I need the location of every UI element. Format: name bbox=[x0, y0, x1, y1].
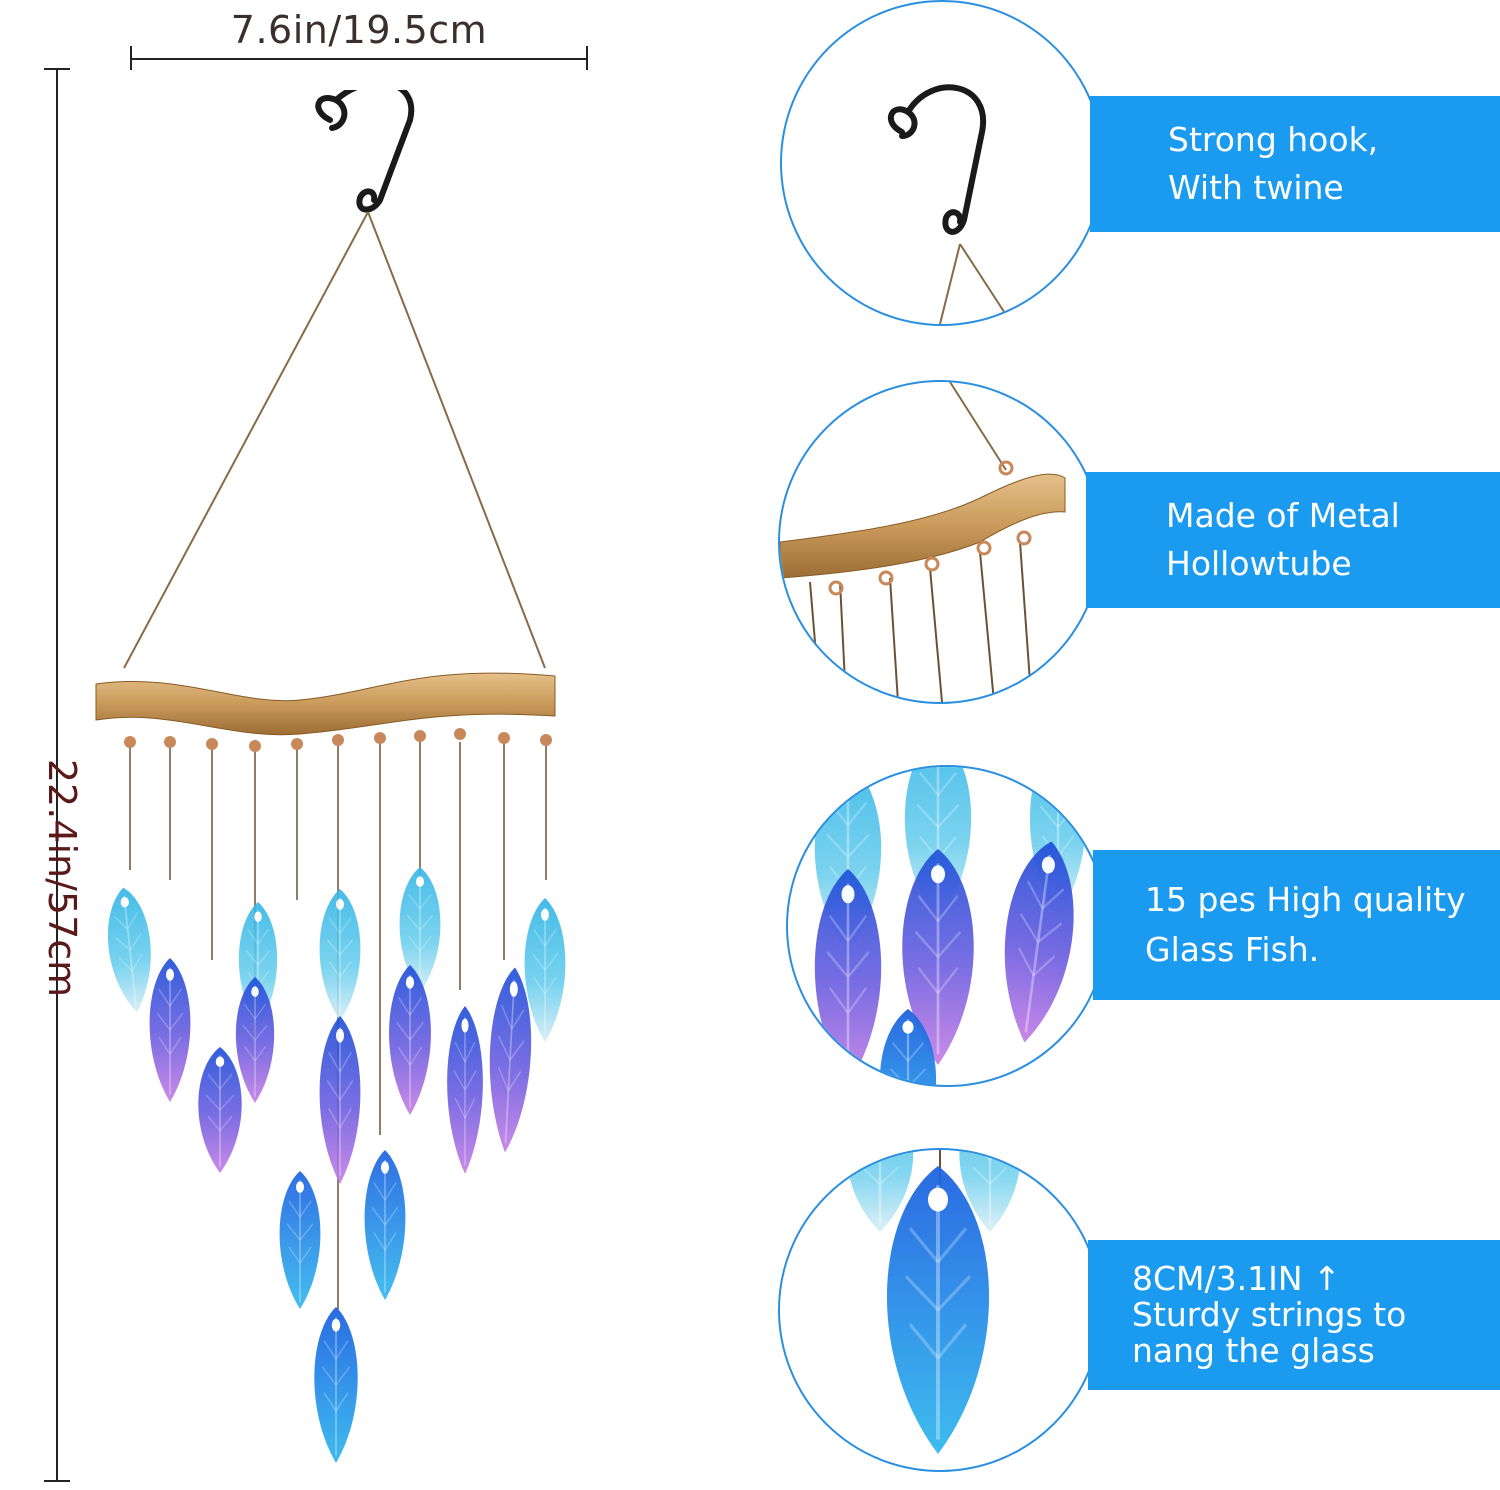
feature-strings-banner: 8CM/3.1IN ↑ Sturdy strings to nang the g… bbox=[1088, 1240, 1500, 1390]
glass-leaves bbox=[101, 865, 567, 1465]
feature-strings-line-1: 8CM/3.1IN ↑ bbox=[1132, 1259, 1341, 1298]
feature-glass-line-2: Glass Fish. bbox=[1145, 930, 1320, 969]
feature-hook-banner: Strong hook, With twine bbox=[1090, 96, 1500, 232]
width-dimension-line bbox=[130, 58, 588, 60]
feature-hook-line-1: Strong hook, bbox=[1168, 120, 1379, 159]
hook-icon bbox=[315, 90, 415, 213]
feature-hook-line-2: With twine bbox=[1168, 168, 1344, 207]
width-dimension: 7.6in/19.5cm bbox=[130, 0, 588, 70]
width-dimension-cap-left bbox=[130, 46, 132, 70]
feature-tube-circle bbox=[778, 380, 1102, 704]
feature-tube-line-2: Hollowtube bbox=[1166, 544, 1352, 583]
feature-strings-line-2: Sturdy strings to bbox=[1132, 1295, 1407, 1334]
height-dimension-label: 22.4in/57cm bbox=[40, 758, 84, 998]
feature-tube-banner: Made of Metal Hollowtube bbox=[1086, 472, 1500, 608]
height-dimension: 22.4in/57cm bbox=[40, 68, 84, 1482]
width-dimension-label: 7.6in/19.5cm bbox=[230, 8, 488, 52]
feature-tube-line-1: Made of Metal bbox=[1166, 496, 1400, 535]
tube-detail-branch bbox=[780, 473, 1066, 579]
wind-chime-image bbox=[95, 90, 567, 1465]
feature-strings-line-3: nang the glass bbox=[1132, 1331, 1375, 1370]
feature-strings-circle bbox=[778, 1148, 1102, 1472]
feature-hook-circle bbox=[780, 0, 1104, 326]
height-dimension-cap-top bbox=[44, 68, 70, 70]
height-dimension-cap-bottom bbox=[44, 1480, 70, 1482]
hook-detail-icon bbox=[887, 84, 987, 235]
feature-glass-banner: 15 pes High quality Glass Fish. bbox=[1093, 850, 1500, 1000]
width-dimension-cap-right bbox=[586, 46, 588, 70]
feature-glass-circle bbox=[786, 765, 1108, 1087]
glass-detail-leaves bbox=[813, 767, 1088, 1085]
height-dimension-line bbox=[56, 68, 58, 1482]
feature-glass-line-1: 15 pes High quality bbox=[1145, 880, 1466, 919]
strings-detail-leaf bbox=[887, 1166, 989, 1454]
wooden-branch bbox=[95, 672, 556, 736]
